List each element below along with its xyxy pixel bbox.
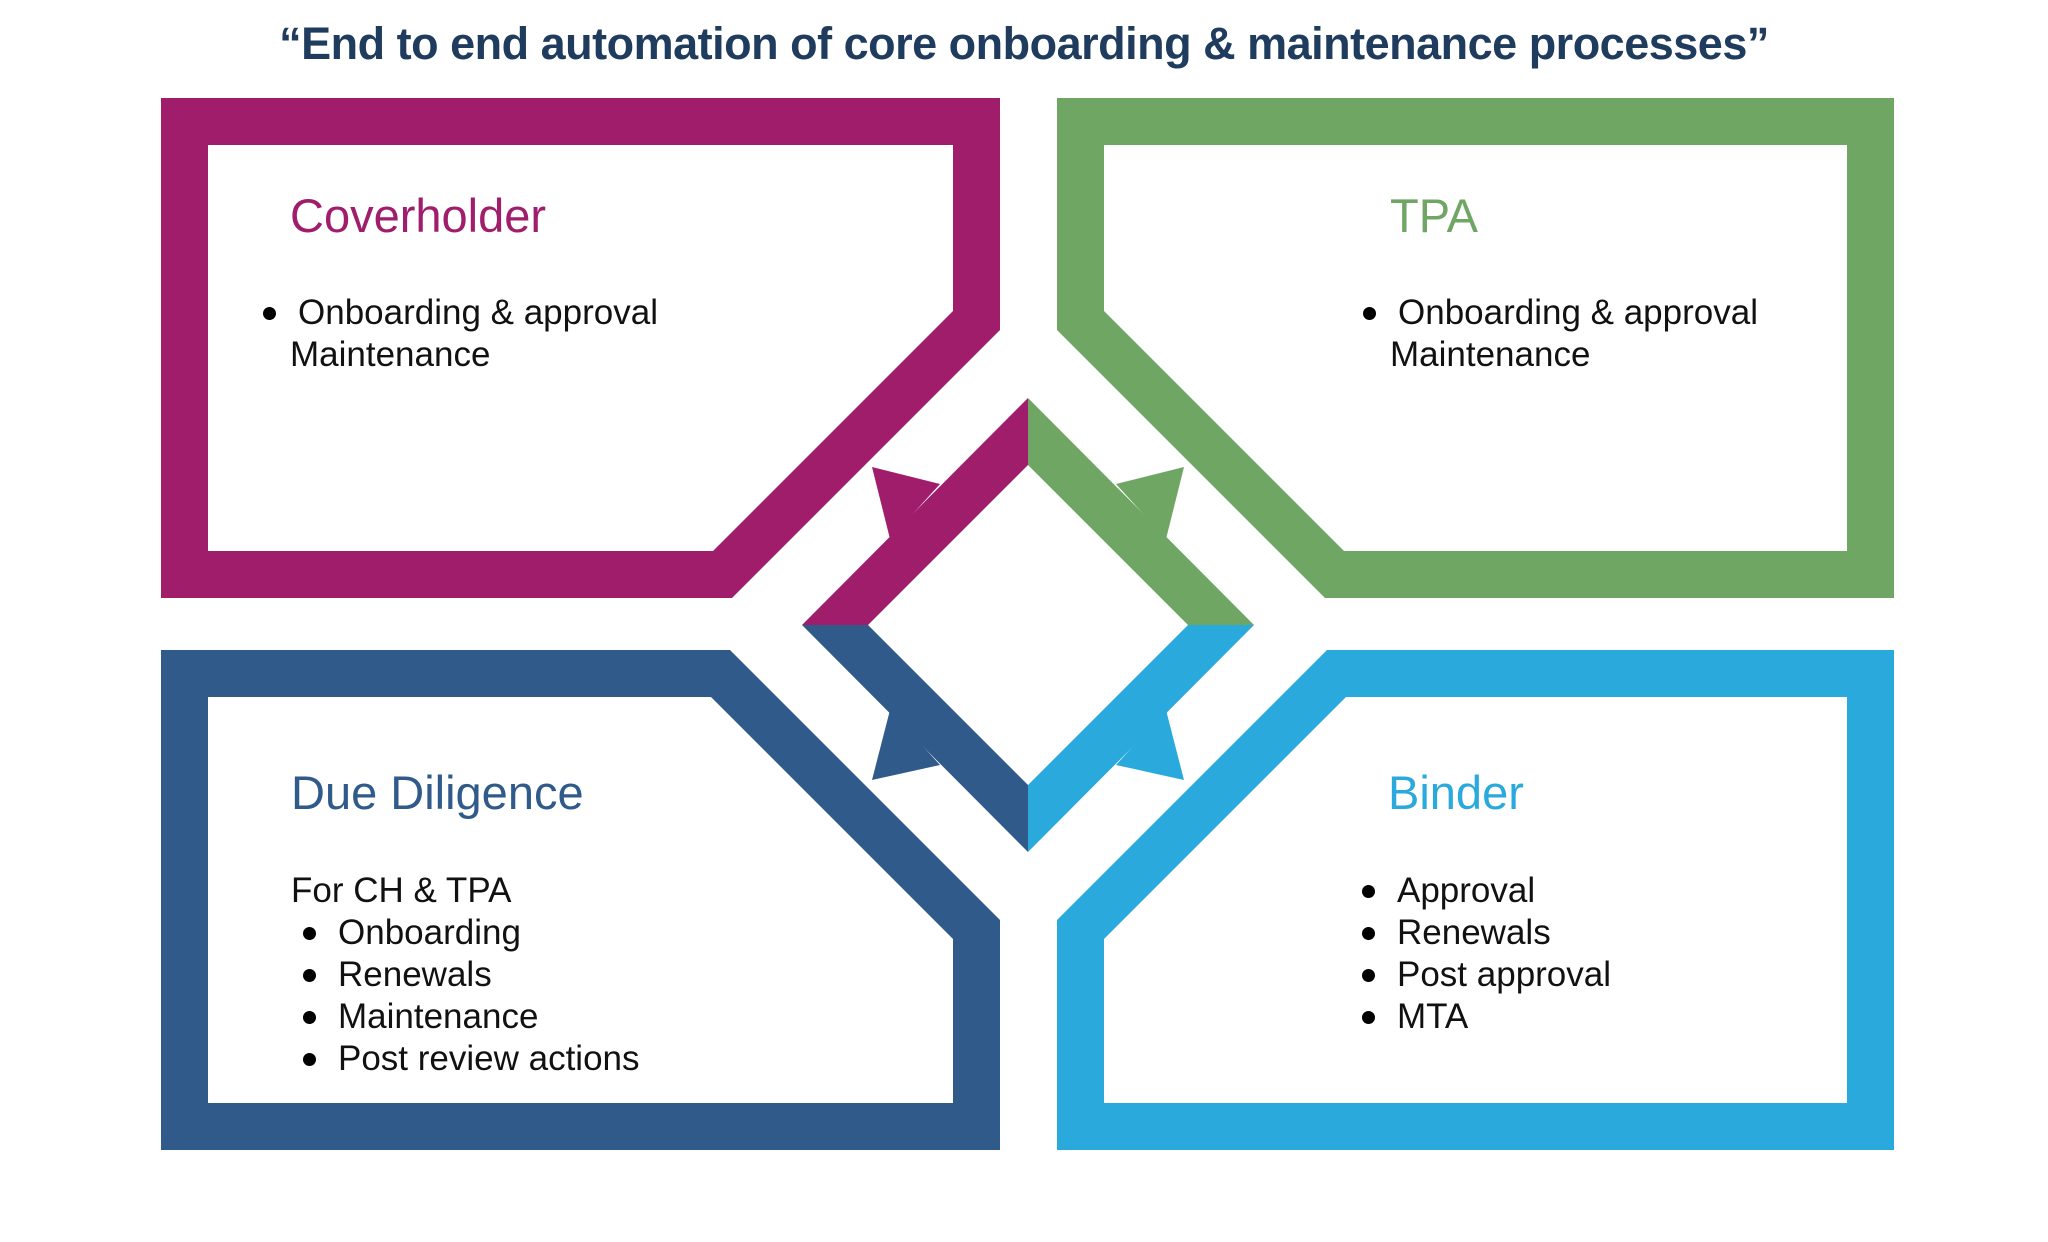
bullet-dot-icon [303, 969, 316, 982]
due-diligence-bullet: Renewals [303, 954, 640, 996]
center-arrowhead-tpa [1116, 467, 1184, 539]
bullet-dot-icon [303, 1011, 316, 1024]
tpa-continuation: Maintenance [1390, 335, 1591, 374]
center-arrowhead-coverholder [872, 467, 940, 539]
diagram-title: “End to end automation of core onboardin… [279, 18, 1769, 69]
coverholder-bullet: Onboarding & approval [263, 292, 658, 334]
binder-frame [1057, 650, 1894, 1150]
due-diligence-bullet: Post review actions [303, 1038, 640, 1080]
binder-bullet: Post approval [1362, 954, 1611, 996]
tpa-bullets: Onboarding & approval [1363, 292, 1758, 334]
binder-bullet: MTA [1362, 996, 1611, 1038]
binder-bullet-text: Approval [1397, 871, 1536, 910]
due-diligence-bullet: Maintenance [303, 996, 640, 1038]
bullet-dot-icon [1362, 1011, 1375, 1024]
coverholder-heading: Coverholder [290, 189, 547, 242]
coverholder-bullets: Onboarding & approval [263, 292, 658, 334]
due-diligence-bullets: Onboarding Renewals Maintenance Post rev… [303, 912, 640, 1080]
center-arrowhead-due-diligence [872, 710, 940, 780]
tpa-bullet: Onboarding & approval [1363, 292, 1758, 334]
tpa-bullet-text: Onboarding & approval [1398, 293, 1758, 332]
tpa-heading: TPA [1390, 189, 1478, 242]
due-diligence-intro: For CH & TPA [291, 871, 512, 910]
binder-bullet: Approval [1362, 870, 1611, 912]
due-diligence-bullet: Onboarding [303, 912, 640, 954]
binder-bullets: Approval Renewals Post approval MTA [1362, 870, 1611, 1038]
bullet-dot-icon [263, 307, 276, 320]
bullet-dot-icon [303, 927, 316, 940]
center-arrowhead-binder [1116, 710, 1184, 780]
due-diligence-heading: Due Diligence [291, 766, 584, 819]
due-diligence-bullet-text: Renewals [338, 955, 492, 994]
bullet-dot-icon [1362, 885, 1375, 898]
coverholder-bullet-text: Onboarding & approval [298, 293, 658, 332]
bullet-dot-icon [1363, 307, 1376, 320]
binder-heading: Binder [1388, 766, 1524, 819]
binder-bullet-text: Post approval [1397, 955, 1612, 994]
coverholder-continuation: Maintenance [290, 335, 491, 374]
binder-bullet-text: Renewals [1397, 913, 1551, 952]
bullet-dot-icon [1362, 969, 1375, 982]
coverholder-frame [161, 98, 1000, 598]
binder-bullet: Renewals [1362, 912, 1611, 954]
bullet-dot-icon [1362, 927, 1375, 940]
binder-bullet-text: MTA [1397, 997, 1469, 1036]
due-diligence-bullet-text: Onboarding [338, 913, 521, 952]
due-diligence-bullet-text: Maintenance [338, 997, 539, 1036]
due-diligence-frame [161, 650, 1000, 1150]
due-diligence-bullet-text: Post review actions [338, 1039, 640, 1078]
bullet-dot-icon [303, 1053, 316, 1066]
